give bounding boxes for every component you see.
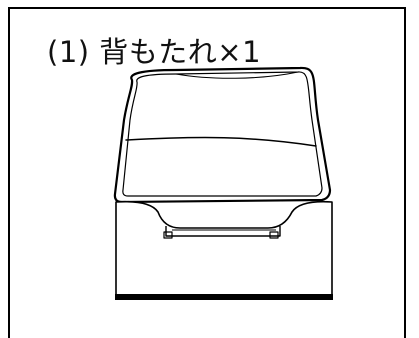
backrest-inner-outline (122, 71, 323, 197)
part-label: (1) 背もたれ×1 (47, 35, 262, 69)
backrest-base-slot (165, 226, 281, 237)
backrest-outer-outline (113, 66, 332, 204)
backrest-top-dip (175, 71, 299, 79)
backrest-base-body (115, 200, 333, 299)
backrest-illustration (113, 66, 333, 300)
backrest-base-bottom-edge (115, 294, 333, 300)
backrest-tab-left (163, 231, 173, 239)
backrest-tab-right (269, 231, 279, 239)
backrest-seam (125, 136, 317, 147)
